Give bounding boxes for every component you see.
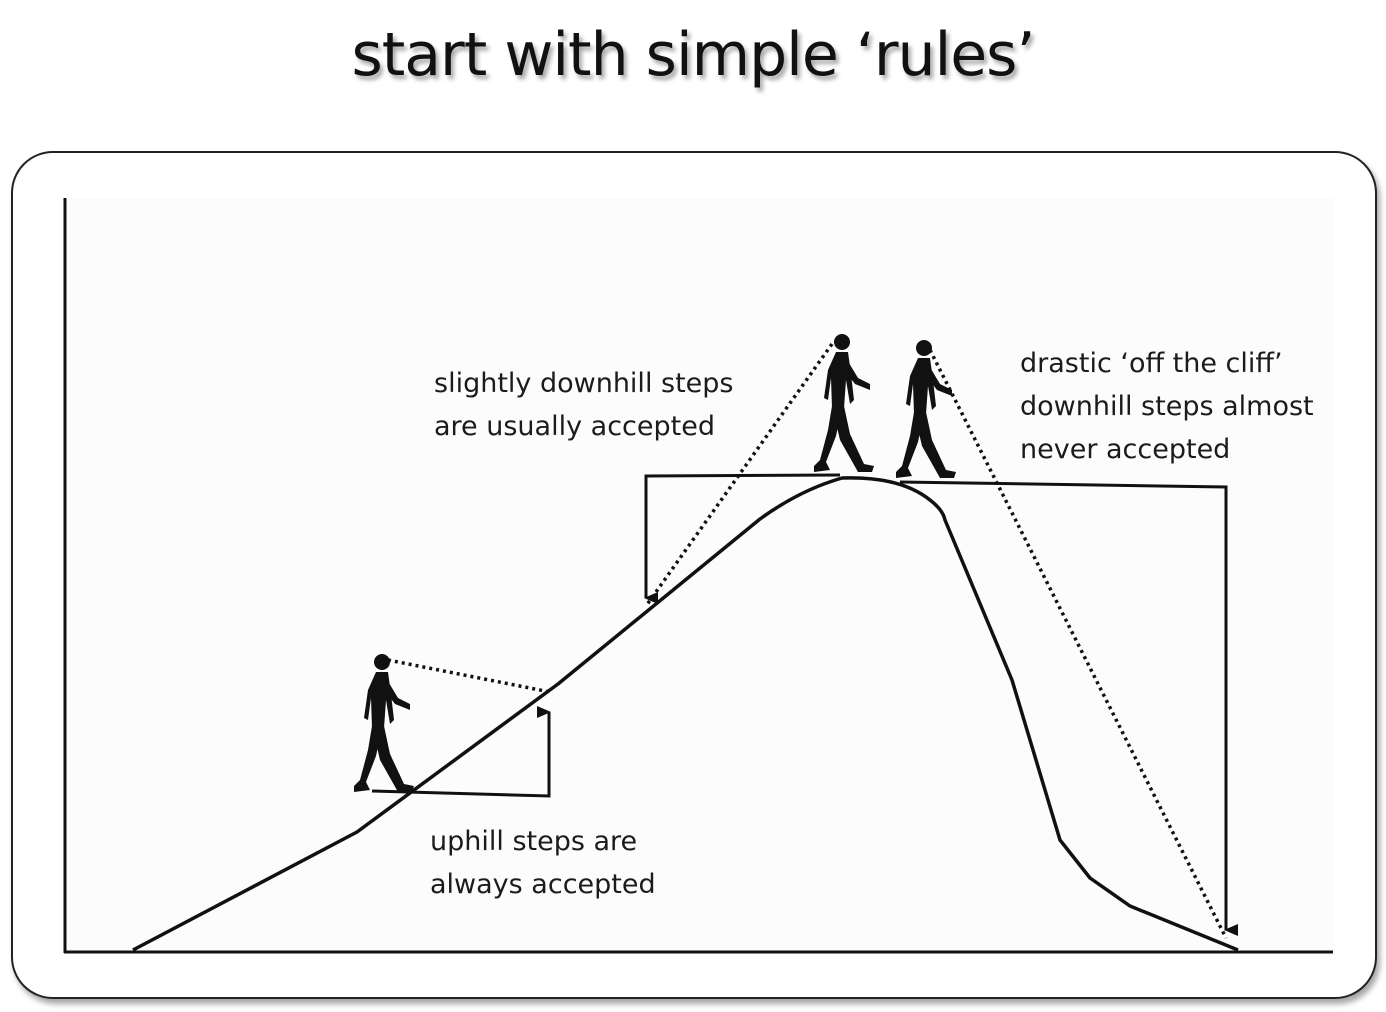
caption-line: are usually accepted <box>434 411 715 442</box>
axes <box>63 198 1333 954</box>
slightly-downhill-step-arrow <box>644 473 841 604</box>
caption-line: slightly downhill steps <box>434 368 734 399</box>
caption-line: drastic ‘off the cliff’ <box>1020 348 1283 379</box>
uphill-caption: uphill steps are always accepted <box>430 820 656 906</box>
caption-line: downhill steps almost <box>1020 391 1314 422</box>
hill-curve <box>132 476 1239 952</box>
caption-line: never accepted <box>1020 434 1231 465</box>
uphill-step-arrow <box>371 706 551 798</box>
drastic-downhill-step-arrow <box>899 480 1238 936</box>
slightly-downhill-caption: slightly downhill steps are usually acce… <box>434 362 734 448</box>
drastic-downhill-sightline <box>928 349 1228 939</box>
uphill-sightline <box>387 658 551 694</box>
caption-line: uphill steps are <box>430 826 638 857</box>
walker-figure <box>354 654 414 792</box>
caption-line: always accepted <box>430 869 656 900</box>
drastic-downhill-caption: drastic ‘off the cliff’ downhill steps a… <box>1020 342 1314 471</box>
walker-figure <box>896 340 956 478</box>
slightly-downhill-sightline <box>644 342 834 608</box>
walker-figure <box>814 334 874 472</box>
plot-area <box>66 198 1334 951</box>
slide-title: start with simple ‘rules’ <box>351 20 1036 90</box>
